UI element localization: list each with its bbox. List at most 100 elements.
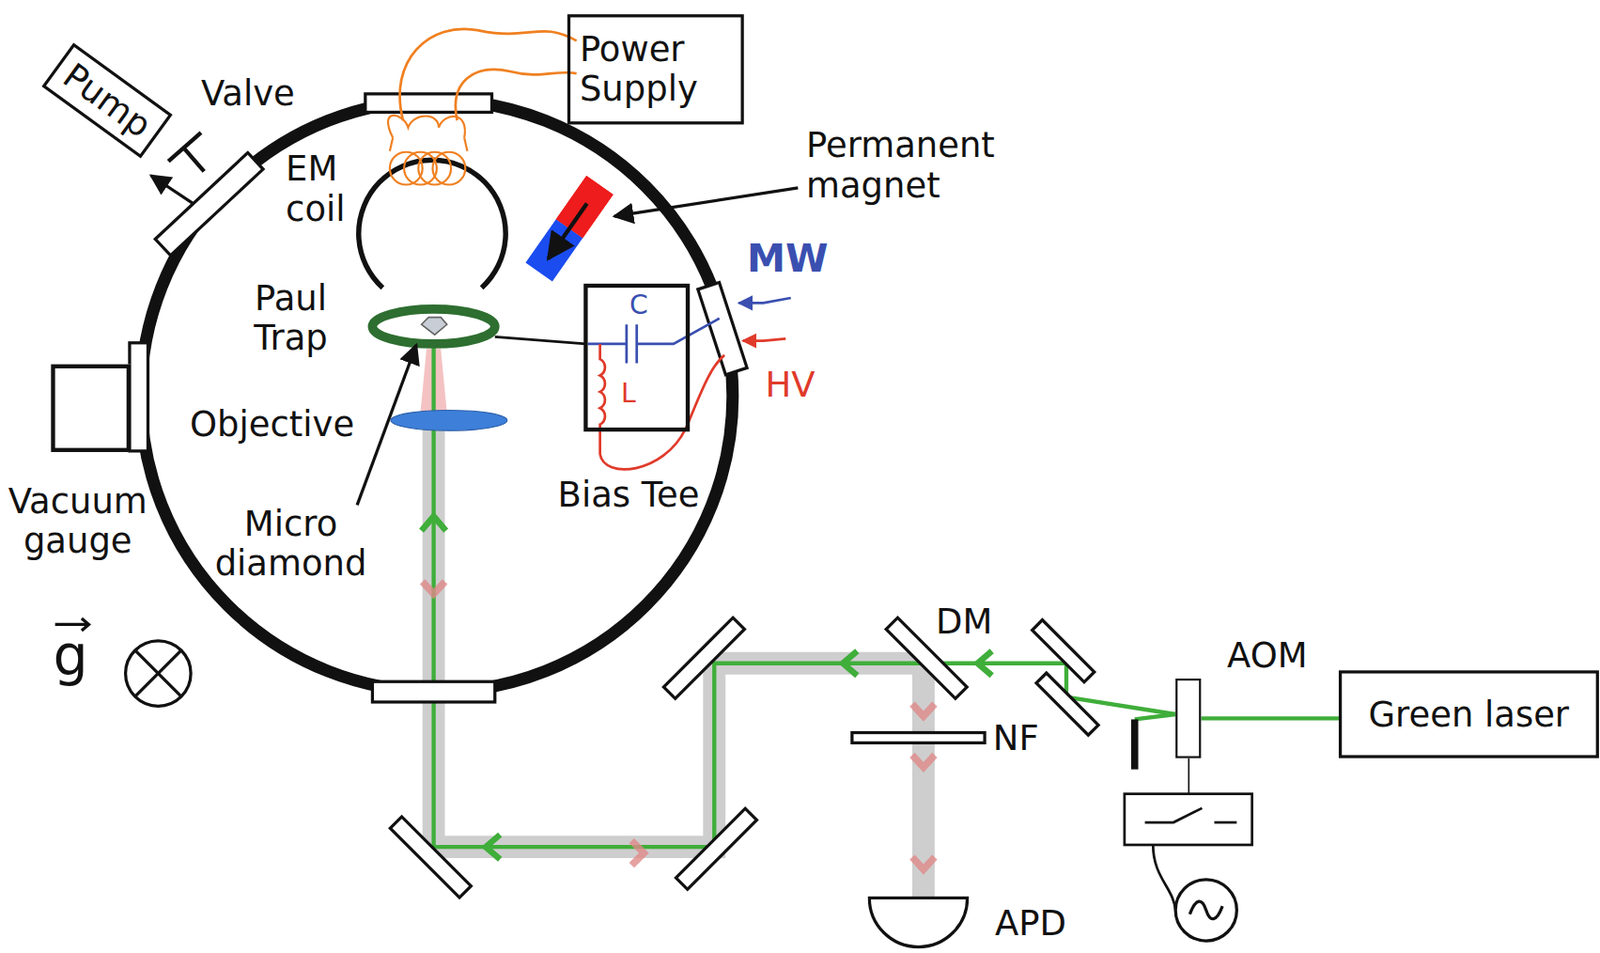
beam-block: [1131, 718, 1139, 769]
valve-label: Valve: [201, 73, 296, 113]
bias-tee-box: CLBias Tee: [583, 283, 690, 432]
node-label: Pump: [55, 55, 158, 146]
fluorescence-marker: [912, 754, 935, 767]
green-beam: [485, 834, 500, 859]
green-beam: [421, 346, 1177, 859]
mw-wire: [738, 297, 791, 303]
part-label: Paul Trap: [229, 278, 352, 358]
node-label: Green laser: [1367, 694, 1569, 734]
coil-windings: [388, 115, 466, 139]
inductor-symbol: [600, 343, 726, 470]
signal-name: MW: [746, 236, 829, 281]
signal-source: [1189, 900, 1223, 919]
fluorescence-marker: [422, 581, 446, 594]
coil-windings: [388, 115, 467, 186]
drive-wire: [1187, 758, 1190, 794]
part-label: EM coil: [285, 149, 383, 230]
mirror: [389, 617, 1099, 898]
pump-arrow: [151, 175, 195, 204]
valve-symbol: [168, 132, 204, 171]
signal-source: [1175, 879, 1237, 941]
beam-band: [434, 423, 924, 909]
coil-windings: [433, 152, 467, 186]
capacitor-symbol: [625, 324, 629, 363]
node-label: AOM: [1227, 635, 1308, 675]
valve-symbol: [168, 132, 202, 161]
gravity-symbol: [125, 640, 192, 706]
inductor-symbol: [600, 343, 726, 470]
signal-name: HV: [765, 365, 816, 405]
green-beam: [977, 651, 992, 676]
vacuum-chamber: [140, 99, 733, 692]
mirror: [389, 816, 471, 898]
chamber-window: [129, 93, 747, 702]
permanent-magnet: [548, 203, 588, 260]
node-sublabel: Bias Tee: [558, 473, 700, 513]
fluorescence-marker: [912, 856, 935, 870]
coil-windings: [389, 138, 468, 152]
node-label: Power Supply: [579, 29, 733, 109]
capacitor-symbol: [636, 318, 720, 344]
mirror: [1036, 672, 1099, 735]
permanent-magnet: [525, 175, 613, 281]
gravity-label: g: [52, 623, 88, 687]
part-label: NF: [993, 717, 1040, 758]
mirror: [675, 807, 757, 889]
power-wire: [400, 29, 577, 121]
chamber-window: [698, 281, 747, 374]
capacitor-symbol: [588, 342, 627, 346]
apd-outline: [869, 897, 967, 947]
switch-symbol: [1213, 821, 1237, 824]
power-supply-box: Power Supply: [567, 14, 745, 125]
micro-diamond: [421, 317, 448, 335]
chamber-window: [372, 681, 495, 702]
signal-source: [1175, 879, 1237, 941]
part-label: Objective: [189, 403, 355, 444]
chamber-window: [155, 152, 264, 255]
node-label: C: [629, 290, 649, 321]
hv-wire: [743, 338, 787, 341]
gravity-symbol: [135, 651, 181, 697]
objective-lens: [390, 409, 508, 431]
green-beam: [842, 651, 857, 676]
node-sublabel: L: [621, 378, 637, 409]
notch-filter: [852, 732, 985, 744]
beam-band: [419, 348, 924, 908]
apd-outline: [867, 895, 970, 948]
valve-symbol: [183, 147, 204, 171]
fluorescence-marker: [912, 703, 935, 716]
pump-box: Pump: [41, 42, 172, 158]
coil-windings: [418, 152, 451, 186]
apd-detector: APD: [867, 895, 970, 948]
fluorescence-marker: [422, 581, 935, 870]
laser-box: Green laser: [1338, 669, 1600, 758]
laser-beam: [1200, 715, 1339, 720]
node-label: APD: [994, 901, 1067, 942]
gravity-symbol: [135, 651, 181, 697]
green-beam: [1134, 714, 1176, 719]
vacuum-gauge-box: Vacuum gauge: [50, 364, 131, 452]
green-beam: [434, 346, 1177, 847]
trap-wire: [495, 336, 587, 344]
switch-symbol: [1145, 807, 1203, 823]
fluorescence-marker: [631, 840, 644, 866]
part-label: Micro diamond: [193, 503, 388, 584]
chamber-window: [129, 342, 149, 451]
chamber-window: [365, 93, 493, 113]
power-wire: [400, 29, 577, 121]
mirror: [1032, 620, 1095, 683]
part-label: Permanent magnet: [806, 125, 1052, 206]
part-label: DM: [935, 602, 993, 642]
capacitor-symbol: [588, 318, 720, 364]
aom-box: AOM: [1175, 678, 1201, 759]
switch-symbol: [1152, 844, 1176, 910]
switch-symbol: [1124, 793, 1253, 845]
mirror: [663, 617, 745, 699]
node-label: Vacuum gauge: [8, 481, 148, 561]
green-beam: [421, 515, 447, 530]
paul-trap: [372, 309, 495, 344]
leader-line: [614, 187, 798, 217]
power-wire: [455, 69, 577, 121]
